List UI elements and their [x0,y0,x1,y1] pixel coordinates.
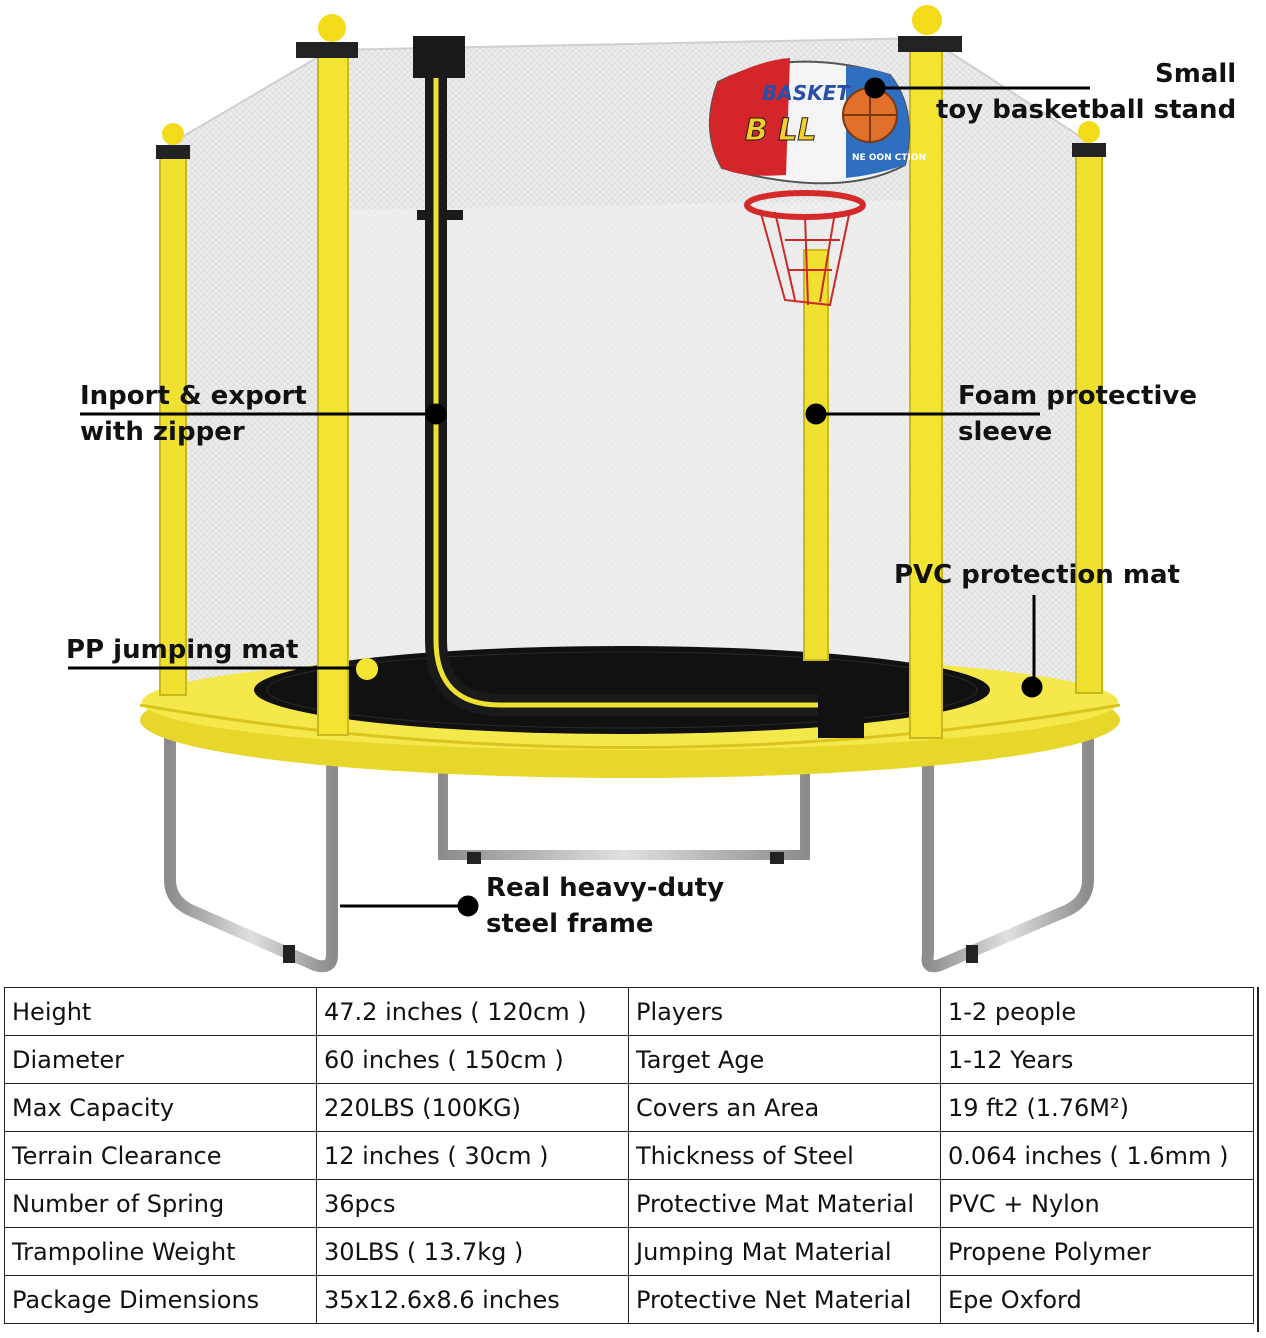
leg-feet [283,852,978,963]
steel-legs [164,729,1094,973]
zipper-entrance [413,36,864,738]
spec-value: 19 ft2 (1.76M²) [940,1083,1254,1132]
callout-pvc-mat: PVC protection mat [894,560,1180,590]
spec-value: Propene Polymer [940,1227,1254,1276]
board-ball-text: B LL [745,113,817,148]
callout-pp-mat: PP jumping mat [66,635,299,665]
spec-value: 1-12 Years [940,1035,1254,1084]
table-row: Height 47.2 inches ( 120cm ) Players 1-2… [4,987,1254,1036]
table-row: Package Dimensions 35x12.6x8.6 inches Pr… [4,1275,1254,1324]
table-row: Number of Spring 36pcs Protective Mat Ma… [4,1179,1254,1228]
spec-value: 220LBS (100KG) [316,1083,629,1132]
callout-zipper-line2: with zipper [80,417,245,447]
callout-basketball-stand: Small toy basketball stand [936,56,1236,128]
spec-label: Protective Net Material [628,1275,941,1324]
callout-basketball-line1: Small [1155,59,1237,89]
spec-value: 47.2 inches ( 120cm ) [316,987,629,1036]
spec-value: PVC + Nylon [940,1179,1254,1228]
spec-label: Target Age [628,1035,941,1084]
spec-label: Jumping Mat Material [628,1227,941,1276]
spec-value: 35x12.6x8.6 inches [316,1275,629,1324]
spec-value: 12 inches ( 30cm ) [316,1131,629,1180]
callout-leaders [68,77,1090,917]
trampoline-illustration: BASKET B LL NE OON CTION [68,5,1121,973]
callout-zipper-line1: Inport & export [80,381,307,411]
table-row: Max Capacity 220LBS (100KG) Covers an Ar… [4,1083,1254,1132]
board-small-text: NE OON CTION [852,153,926,163]
callout-steel-frame: Real heavy-duty steel frame [486,870,724,942]
spec-label: Protective Mat Material [628,1179,941,1228]
specs-table: Height 47.2 inches ( 120cm ) Players 1-2… [4,987,1254,1324]
table-row: Diameter 60 inches ( 150cm ) Target Age … [4,1035,1254,1084]
spec-value: Epe Oxford [940,1275,1254,1324]
spec-label: Number of Spring [4,1179,317,1228]
spec-label: Package Dimensions [4,1275,317,1324]
spec-label: Trampoline Weight [4,1227,317,1276]
spec-label: Terrain Clearance [4,1131,317,1180]
table-edge-divider [1257,987,1259,1332]
safety-net [159,36,1099,715]
callout-foam-sleeve: Foam protective sleeve [958,378,1197,450]
spec-value: 36pcs [316,1179,629,1228]
callout-basketball-line2: toy basketball stand [936,95,1237,125]
poles [156,5,1106,739]
spec-value: 60 inches ( 150cm ) [316,1035,629,1084]
spec-label: Thickness of Steel [628,1131,941,1180]
spec-value: 1-2 people [940,987,1254,1036]
table-row: Trampoline Weight 30LBS ( 13.7kg ) Jumpi… [4,1227,1254,1276]
spec-label: Players [628,987,941,1036]
spec-label: Covers an Area [628,1083,941,1132]
callout-zipper: Inport & export with zipper [80,378,307,450]
spec-value: 0.064 inches ( 1.6mm ) [940,1131,1254,1180]
callout-frame-line2: steel frame [486,909,654,939]
spec-value: 30LBS ( 13.7kg ) [316,1227,629,1276]
board-basket-text: BASKET [762,81,851,105]
spec-label: Height [4,987,317,1036]
basketball-stand: BASKET B LL NE OON CTION [709,58,926,307]
callout-sleeve-line2: sleeve [958,417,1053,447]
callout-sleeve-line1: Foam protective [958,381,1197,411]
callout-frame-line1: Real heavy-duty [486,873,725,903]
spec-label: Max Capacity [4,1083,317,1132]
table-row: Terrain Clearance 12 inches ( 30cm ) Thi… [4,1131,1254,1180]
spec-label: Diameter [4,1035,317,1084]
